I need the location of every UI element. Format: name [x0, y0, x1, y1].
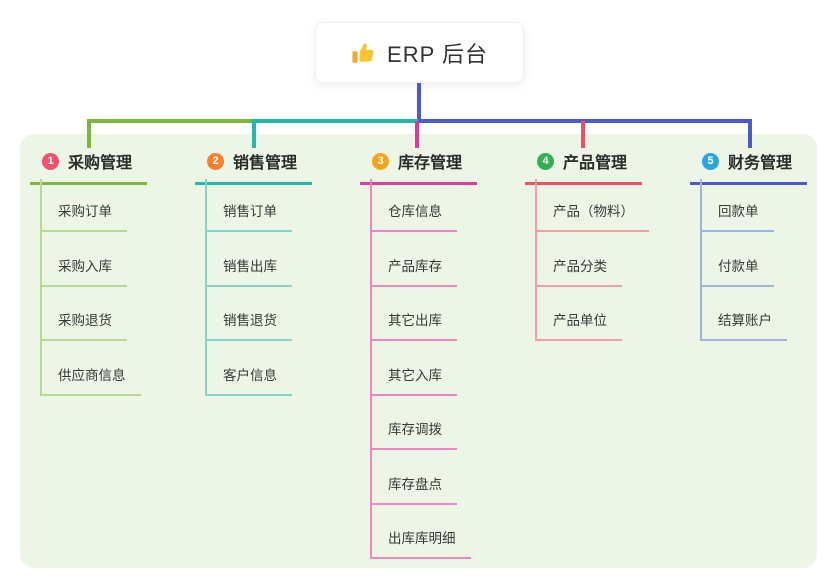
connector-bus-green: [87, 119, 254, 123]
node-sales-order[interactable]: 销售订单: [205, 202, 292, 232]
branch-title-label: 销售管理: [233, 155, 298, 172]
root-title: ERP 后台: [387, 41, 488, 67]
root-node[interactable]: ERP 后台: [315, 22, 524, 83]
branch-title-label: 采购管理: [68, 155, 133, 172]
connector-bus-blue: [418, 119, 752, 123]
branch-purchase-title[interactable]: 1 采购管理: [30, 146, 147, 185]
badge-3: 3: [372, 152, 389, 170]
branch-purchase-line: [40, 179, 42, 396]
branch-sales-line: [205, 179, 207, 396]
node-purchase-inbound[interactable]: 采购入库: [40, 257, 127, 287]
node-payment-bill[interactable]: 付款单: [700, 257, 774, 287]
connector-root-trunk: [417, 80, 421, 122]
connector-drop-finance: [748, 119, 752, 148]
branch-product-title[interactable]: 4 产品管理: [525, 146, 642, 185]
thumbs-up-icon: [351, 40, 377, 66]
branch-product-line: [535, 179, 537, 341]
branch-sales: 2 销售管理 销售订单 销售出库 销售退货 客户信息: [195, 146, 355, 396]
branch-title-label: 库存管理: [398, 155, 463, 172]
branch-inventory: 3 库存管理 仓库信息 产品库存 其它出库 其它入库 库存调拨 库存盘点 出库库…: [360, 146, 520, 559]
node-other-inbound[interactable]: 其它入库: [370, 366, 457, 396]
badge-1: 1: [42, 152, 59, 170]
connector-bus-teal: [254, 119, 418, 123]
node-product-material[interactable]: 产品（物料）: [535, 202, 649, 232]
branch-inventory-line: [370, 179, 372, 559]
node-sales-return[interactable]: 销售退货: [205, 311, 292, 341]
node-sales-outbound[interactable]: 销售出库: [205, 257, 292, 287]
branch-inventory-title[interactable]: 3 库存管理: [360, 146, 477, 185]
node-stock-check[interactable]: 库存盘点: [370, 475, 457, 505]
node-supplier-info[interactable]: 供应商信息: [40, 366, 141, 396]
node-settlement-account[interactable]: 结算账户: [700, 311, 787, 341]
branch-title-label: 产品管理: [563, 155, 628, 172]
node-product-unit[interactable]: 产品单位: [535, 311, 622, 341]
badge-5: 5: [702, 152, 719, 170]
connector-drop-sales: [252, 119, 256, 148]
node-outbound-detail[interactable]: 出库库明细: [370, 529, 471, 559]
node-customer-info[interactable]: 客户信息: [205, 366, 292, 396]
node-other-outbound[interactable]: 其它出库: [370, 311, 457, 341]
connector-drop-product: [581, 121, 585, 148]
branches-panel: [20, 134, 817, 568]
node-receipt-bill[interactable]: 回款单: [700, 202, 774, 232]
node-product-category[interactable]: 产品分类: [535, 257, 622, 287]
branch-product: 4 产品管理 产品（物料） 产品分类 产品单位: [525, 146, 685, 341]
connector-drop-purchase: [87, 119, 91, 148]
node-purchase-order[interactable]: 采购订单: [40, 202, 127, 232]
branch-finance: 5 财务管理 回款单 付款单 结算账户: [690, 146, 839, 341]
node-stock-transfer[interactable]: 库存调拨: [370, 420, 457, 450]
badge-4: 4: [537, 152, 554, 170]
branch-title-label: 财务管理: [728, 155, 793, 172]
node-purchase-return[interactable]: 采购退货: [40, 311, 127, 341]
node-product-stock[interactable]: 产品库存: [370, 257, 457, 287]
branch-sales-title[interactable]: 2 销售管理: [195, 146, 312, 185]
connector-drop-inventory: [415, 121, 419, 148]
badge-2: 2: [207, 152, 224, 170]
branch-purchase: 1 采购管理 采购订单 采购入库 采购退货 供应商信息: [30, 146, 190, 396]
branch-finance-line: [700, 179, 702, 341]
branch-finance-title[interactable]: 5 财务管理: [690, 146, 807, 185]
node-warehouse-info[interactable]: 仓库信息: [370, 202, 457, 232]
